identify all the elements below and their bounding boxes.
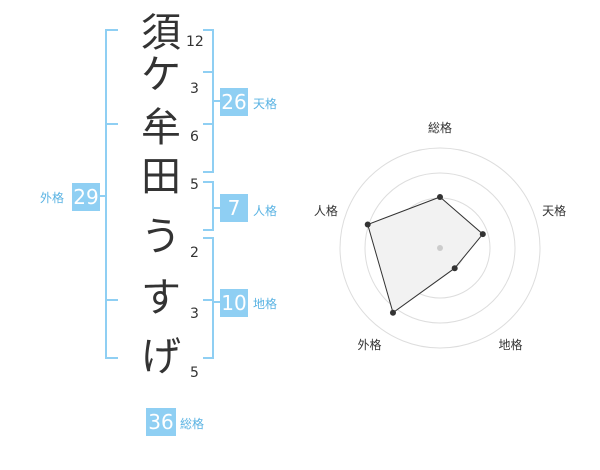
gaikaku-bracket <box>105 29 118 359</box>
stroke-count-1: 12 <box>186 34 204 50</box>
soukaku-badge: 36 <box>146 408 176 436</box>
name-char-7: げ <box>141 334 181 380</box>
tenkaku-label: 天格 <box>253 97 278 111</box>
name-char-4: 田 <box>141 154 181 200</box>
name-char-5: う <box>141 214 181 260</box>
radar-point-3 <box>451 265 458 272</box>
radar-point-2 <box>479 231 486 238</box>
stroke-count-4: 5 <box>190 177 199 193</box>
name-char-1: 須 <box>141 10 181 56</box>
chikaku-badge: 10 <box>220 289 248 317</box>
radar-point-4 <box>389 309 396 316</box>
chikaku-bracket <box>203 237 214 359</box>
name-char-2: ケ <box>141 52 181 98</box>
gaikaku-label: 外格 <box>40 191 65 205</box>
stroke-count-5: 2 <box>190 245 199 261</box>
stroke-count-2: 3 <box>190 81 199 97</box>
radar-point-1 <box>437 194 443 200</box>
radar-chart: 総格 天格 地格 外格 人格 <box>314 120 566 352</box>
radar-center-dot <box>437 245 443 251</box>
stroke-count-7: 5 <box>190 365 199 381</box>
tenkaku-badge: 26 <box>220 88 248 116</box>
radar-axis-label-1: 総格 <box>428 120 452 135</box>
name-char-6: す <box>141 275 181 321</box>
stroke-count-3: 6 <box>190 129 199 145</box>
jinkaku-bracket <box>203 181 214 231</box>
radar-axis-label-2: 天格 <box>542 203 566 218</box>
radar-ring-3 <box>364 172 516 324</box>
soukaku-label: 総格 <box>180 417 205 431</box>
radar-point-5 <box>364 221 371 228</box>
radar-ring-4 <box>339 147 541 349</box>
stroke-count-6: 3 <box>190 306 199 322</box>
chikaku-label: 地格 <box>253 297 278 311</box>
radar-axis-label-3: 地格 <box>499 337 523 352</box>
gaikaku-badge: 29 <box>72 183 100 211</box>
name-char-3: 牟 <box>141 105 181 151</box>
radar-axis-label-5: 人格 <box>314 203 338 218</box>
jinkaku-label: 人格 <box>253 204 278 218</box>
radar-polygon <box>367 196 484 314</box>
radar-axis-label-4: 外格 <box>357 337 381 352</box>
jinkaku-badge: 7 <box>220 194 248 222</box>
